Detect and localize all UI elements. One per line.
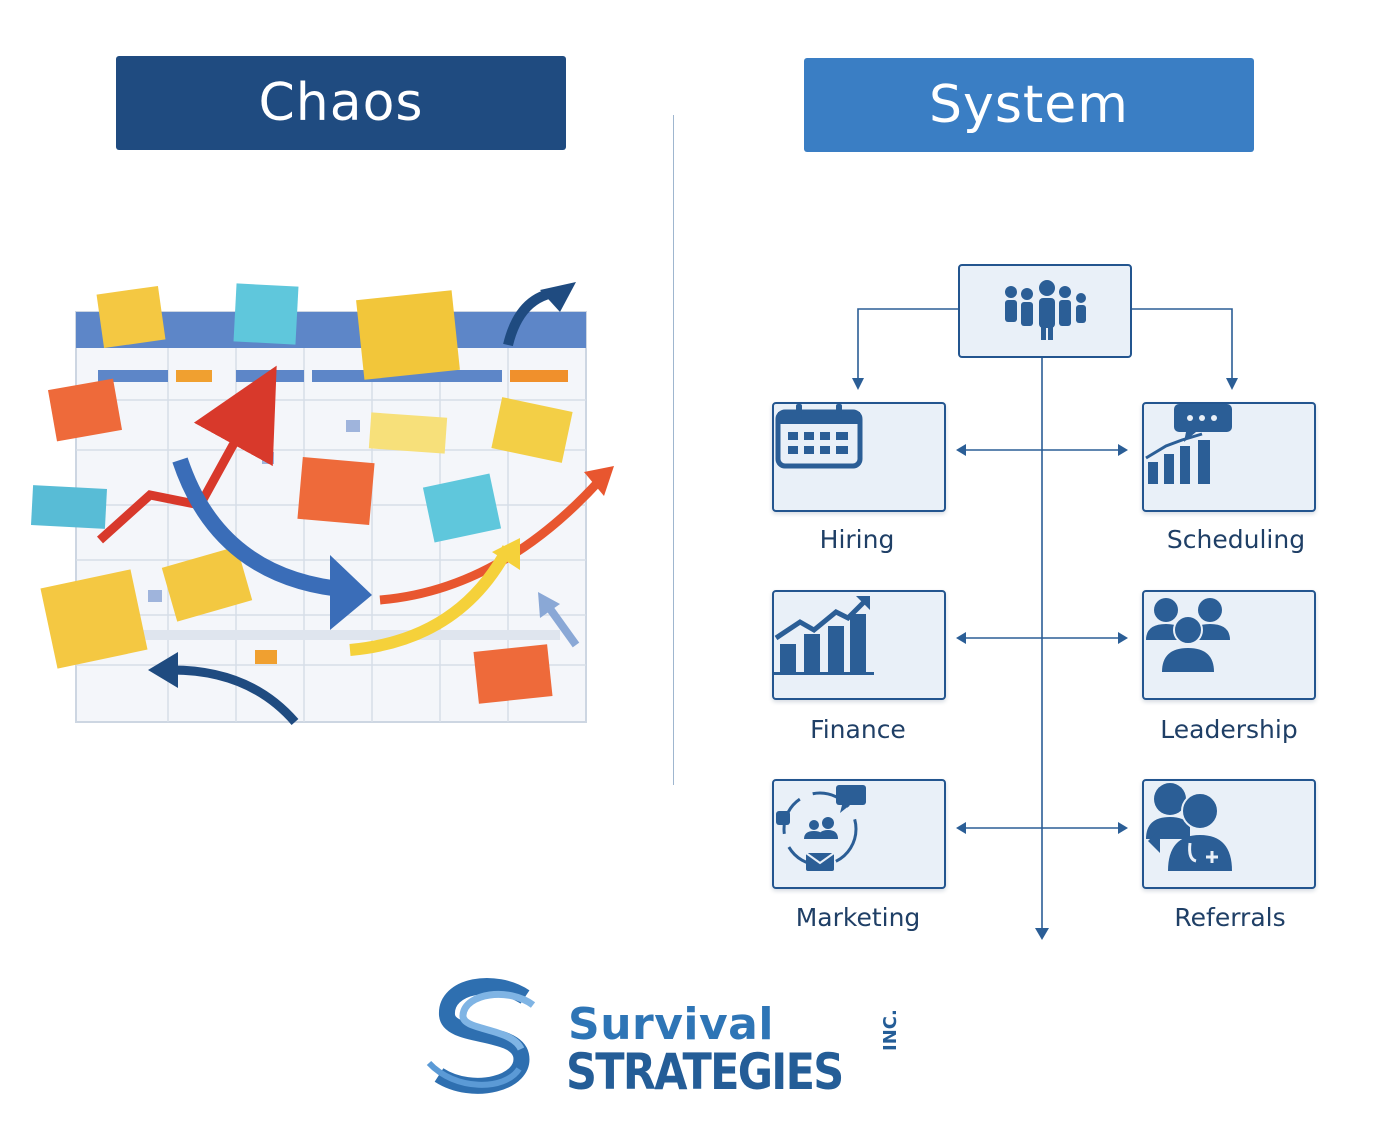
leadership-node bbox=[1142, 590, 1316, 700]
referral-doctor-icon bbox=[1146, 783, 1232, 871]
system-title: System bbox=[929, 75, 1129, 135]
leadership-label: Leadership bbox=[1160, 715, 1298, 744]
center-divider bbox=[673, 115, 674, 785]
marketing-cycle-icon bbox=[776, 785, 866, 871]
brand-logo: Survival STRATEGIES INC. bbox=[425, 975, 925, 1105]
brand-name-line-2: STRATEGIES bbox=[566, 1043, 844, 1101]
team-icon bbox=[1146, 598, 1230, 672]
scheduling-node bbox=[1142, 402, 1316, 512]
hiring-node bbox=[772, 402, 946, 512]
calendar-icon bbox=[775, 404, 863, 469]
brand-name-line-1: Survival bbox=[568, 999, 774, 1050]
finance-label: Finance bbox=[810, 715, 906, 744]
chaos-title: Chaos bbox=[258, 73, 424, 133]
referrals-node bbox=[1142, 779, 1316, 889]
root-team-node bbox=[958, 264, 1132, 358]
finance-node bbox=[772, 590, 946, 700]
hiring-label: Hiring bbox=[819, 525, 895, 554]
chaos-title-banner: Chaos bbox=[116, 56, 566, 150]
group-people-icon bbox=[1005, 280, 1086, 340]
rising-chart-icon bbox=[774, 596, 874, 675]
referrals-label: Referrals bbox=[1174, 903, 1286, 932]
scheduling-label: Scheduling bbox=[1166, 525, 1306, 554]
system-title-banner: System bbox=[804, 58, 1254, 152]
marketing-label: Marketing bbox=[795, 903, 921, 932]
brand-s-swoosh-icon bbox=[426, 978, 536, 1094]
brand-suffix: INC. bbox=[880, 1009, 901, 1051]
growth-chat-icon bbox=[1145, 404, 1232, 484]
marketing-node bbox=[772, 779, 946, 889]
